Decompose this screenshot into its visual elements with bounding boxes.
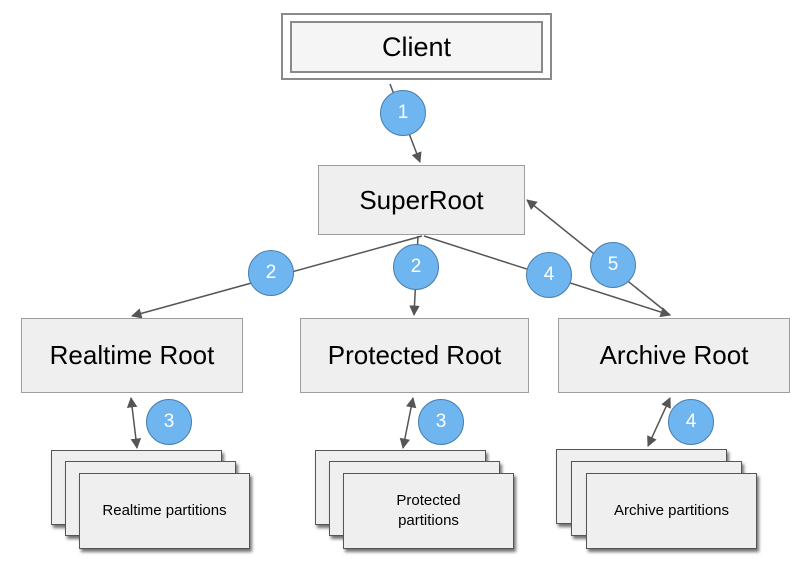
archive-partitions-label: Archive partitions — [613, 502, 730, 519]
archive-root-label: Archive Root — [599, 340, 749, 370]
realtime-partitions-node: Realtime partitions — [79, 473, 250, 549]
superroot-label: SuperRoot — [359, 184, 484, 215]
arrow-protected-to-partitions — [399, 396, 417, 450]
step-badge-2-protected: 2 — [393, 244, 439, 290]
step-badge-2-realtime: 2 — [248, 250, 294, 296]
arrow-archive-to-partitions — [647, 397, 671, 447]
realtime-root-label: Realtime Root — [49, 340, 215, 370]
step-badge-4-archive: 4 — [668, 399, 714, 445]
realtime-root-node: Realtime Root — [21, 318, 243, 393]
step-badge-3-protected: 3 — [418, 399, 464, 445]
archive-root-node: Archive Root — [558, 318, 790, 393]
realtime-partitions-label: Realtime partitions — [102, 502, 227, 519]
superroot-node: SuperRoot — [318, 165, 525, 235]
step-badge-1: 1 — [380, 90, 426, 136]
arrow-realtime-to-partitions — [126, 396, 142, 450]
client-node: Client — [290, 21, 543, 73]
protected-partitions-node: Protected partitions — [343, 473, 514, 549]
step-badge-4-superroot: 4 — [526, 252, 572, 298]
protected-root-label: Protected Root — [327, 340, 502, 370]
step-badge-5: 5 — [590, 242, 636, 288]
protected-root-node: Protected Root — [300, 318, 529, 393]
protected-partitions-label: Protected partitions — [396, 492, 461, 529]
step-badge-3-realtime: 3 — [146, 399, 192, 445]
client-label: Client — [381, 31, 452, 62]
archive-partitions-node: Archive partitions — [586, 473, 757, 549]
